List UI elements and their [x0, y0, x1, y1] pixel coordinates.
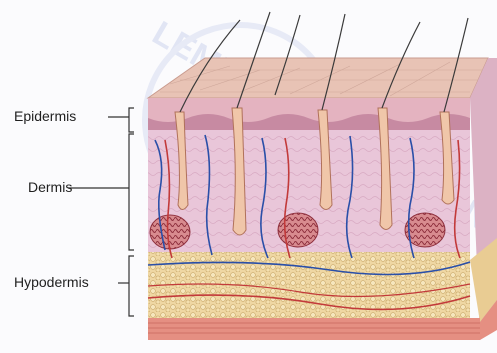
- dermis-label: Dermis: [28, 179, 72, 195]
- muscle-layer: [148, 318, 480, 340]
- hypodermis-bracket: [129, 256, 134, 316]
- dermis-bracket: [129, 134, 134, 250]
- epidermis-label: Epidermis: [14, 108, 76, 124]
- hypodermis-layer: [148, 252, 470, 318]
- hypodermis-label: Hypodermis: [14, 274, 89, 290]
- epidermis-bracket: [129, 108, 134, 132]
